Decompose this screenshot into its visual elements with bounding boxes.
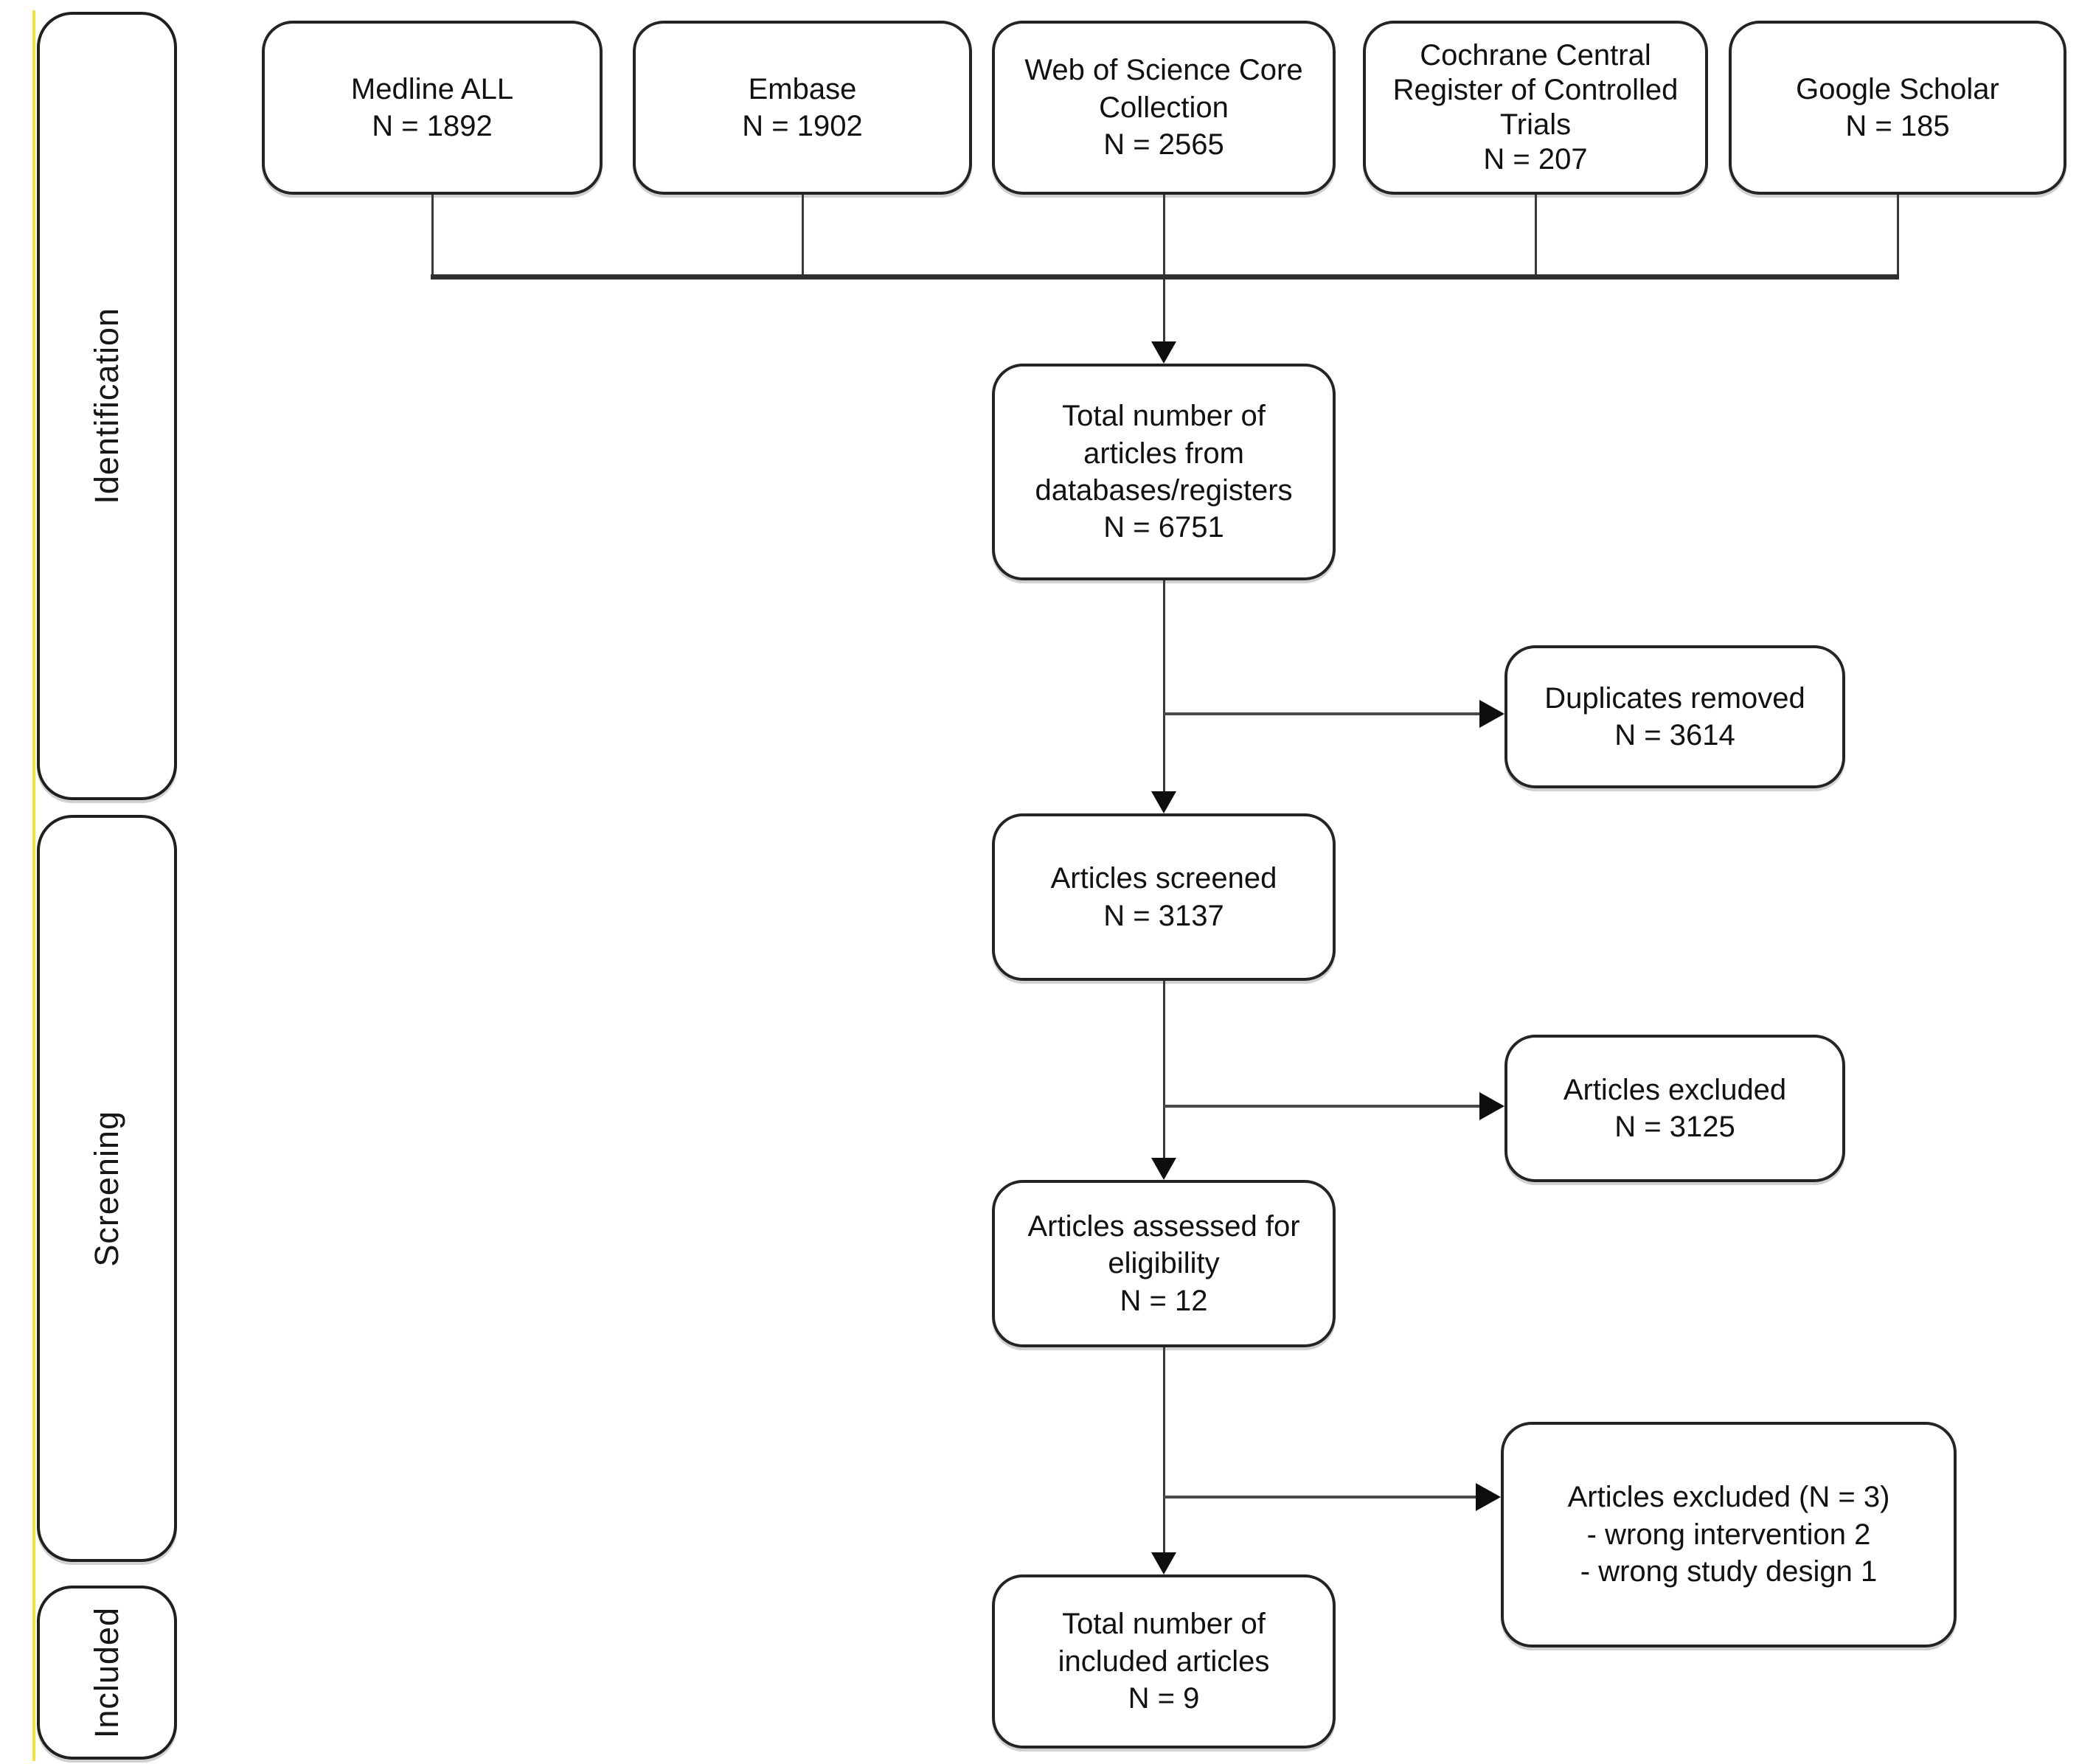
- box-line: Duplicates removed: [1544, 681, 1805, 715]
- connector-collector-line: [431, 274, 1899, 279]
- box-line: Collection: [1099, 91, 1229, 124]
- source-box-medline: Medline ALL N = 1892: [262, 21, 603, 195]
- branch-to-excluded-eligibility: [1164, 1496, 1476, 1499]
- box-line: articles from: [1083, 437, 1244, 470]
- flow-box-articles-screened: Articles screened N = 3137: [992, 813, 1336, 981]
- arrowhead-into-total-icon: [1151, 341, 1176, 364]
- box-line: Articles assessed for: [1027, 1209, 1300, 1243]
- box-line: Trials: [1499, 108, 1572, 141]
- exclusion-box-articles-excluded-eligibility: Articles excluded (N = 3) - wrong interv…: [1501, 1422, 1957, 1647]
- box-line: N = 185: [1845, 110, 1950, 142]
- box-line: eligibility: [1108, 1247, 1220, 1280]
- stage-identification-label: Identification: [88, 308, 125, 504]
- box-line: N = 3125: [1614, 1111, 1735, 1143]
- flow-box-total-included: Total number of included articles N = 9: [992, 1574, 1336, 1749]
- arrowhead-into-assessed-icon: [1151, 1158, 1176, 1180]
- connector-stub-google-scholar: [1896, 195, 1899, 277]
- arrowhead-into-screened-icon: [1151, 791, 1176, 813]
- branch-to-excluded: [1164, 1105, 1479, 1108]
- stage-identification: Identification: [37, 12, 177, 800]
- box-line: - wrong intervention 2: [1586, 1518, 1871, 1551]
- box-line: N = 9: [1128, 1682, 1200, 1715]
- box-line: Cochrane Central: [1420, 38, 1651, 72]
- flow-box-total-articles: Total number of articles from databases/…: [992, 364, 1336, 580]
- stage-screening: Screening: [37, 815, 177, 1562]
- box-line: Articles excluded (N = 3): [1567, 1481, 1890, 1514]
- box-line: N = 1902: [742, 110, 863, 142]
- box-line: N = 12: [1120, 1284, 1208, 1317]
- arrowhead-into-duplicates-icon: [1479, 700, 1504, 728]
- source-box-google-scholar: Google Scholar N = 185: [1729, 21, 2066, 195]
- stage-included-label: Included: [88, 1606, 125, 1739]
- exclusion-box-articles-excluded: Articles excluded N = 3125: [1504, 1035, 1845, 1182]
- source-box-cochrane: Cochrane Central Register of Controlled …: [1363, 21, 1708, 195]
- box-line: N = 207: [1483, 143, 1588, 176]
- source-box-embase: Embase N = 1902: [633, 21, 972, 195]
- box-line: N = 1892: [372, 110, 493, 142]
- exclusion-box-duplicates-removed: Duplicates removed N = 3614: [1504, 645, 1845, 788]
- box-line: N = 6751: [1103, 511, 1224, 544]
- box-line: Articles screened: [1050, 862, 1277, 895]
- box-line: Total number of: [1062, 1608, 1266, 1641]
- connector-screened-to-assessed: [1162, 981, 1165, 1158]
- arrowhead-into-included-icon: [1151, 1552, 1176, 1574]
- flow-box-articles-assessed: Articles assessed for eligibility N = 12: [992, 1180, 1336, 1347]
- box-line: N = 2565: [1103, 128, 1224, 162]
- box-line: - wrong study design 1: [1580, 1555, 1878, 1588]
- stage-screening-label: Screening: [88, 1110, 125, 1267]
- box-line: databases/registers: [1035, 474, 1293, 507]
- arrowhead-into-excluded-icon: [1479, 1092, 1504, 1120]
- box-line: Articles excluded: [1563, 1073, 1787, 1106]
- box-line: Register of Controlled: [1392, 73, 1679, 106]
- stage-included: Included: [37, 1586, 177, 1760]
- box-line: included articles: [1058, 1645, 1270, 1678]
- box-line: N = 3614: [1614, 719, 1735, 751]
- arrowhead-into-excluded-eligibility-icon: [1476, 1483, 1501, 1511]
- connector-stub-cochrane: [1534, 195, 1537, 277]
- box-line: Embase: [748, 72, 857, 105]
- box-line: Web of Science Core: [1024, 54, 1303, 87]
- connector-stub-medline: [431, 195, 434, 277]
- box-line: Google Scholar: [1796, 72, 1999, 105]
- box-line: N = 3137: [1103, 899, 1224, 932]
- source-box-web-of-science: Web of Science Core Collection N = 2565: [992, 21, 1336, 195]
- box-line: Medline ALL: [350, 72, 514, 105]
- connector-stub-web-of-science: [1162, 195, 1165, 277]
- box-line: Total number of: [1062, 400, 1266, 433]
- accent-edge-line: [32, 10, 35, 1761]
- connector-stub-embase: [801, 195, 804, 277]
- branch-to-duplicates: [1164, 712, 1479, 715]
- connector-total-to-screened: [1162, 580, 1165, 791]
- connector-assessed-to-included: [1162, 1347, 1165, 1552]
- connector-collector-to-total: [1162, 279, 1165, 341]
